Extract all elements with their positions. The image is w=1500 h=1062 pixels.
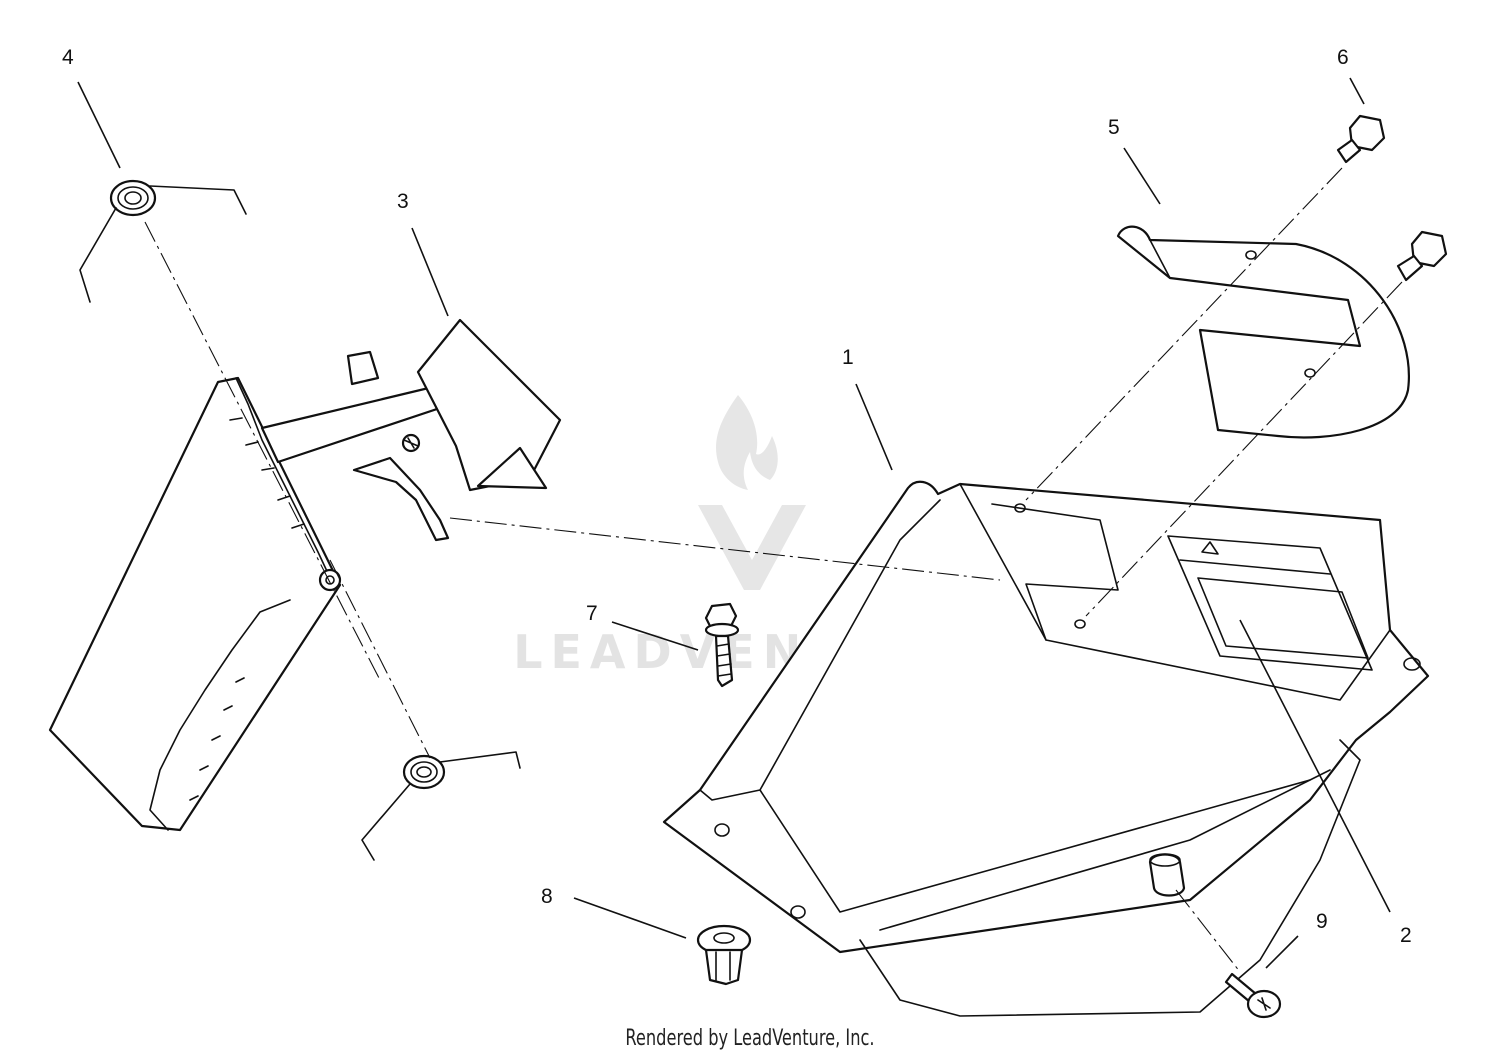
footer-credit: Rendered by LeadVenture, Inc. (625, 1026, 875, 1051)
callout-6: 6 (1337, 46, 1349, 69)
door-panel (48, 376, 342, 832)
mounting-bracket (1116, 225, 1410, 439)
hex-bolt-lower (1396, 230, 1448, 282)
pan-head-screw (1224, 972, 1282, 1019)
callout-4: 4 (62, 46, 74, 69)
callout-8: 8 (541, 885, 553, 908)
centerlines (144, 167, 1403, 973)
callout-5: 5 (1108, 116, 1120, 139)
torsion-spring-lower (361, 751, 521, 861)
flange-screw (704, 602, 740, 688)
hinge-bracket (260, 318, 562, 542)
callout-1: 1 (842, 346, 854, 369)
flame-icon (716, 395, 778, 490)
warning-decal (1167, 535, 1373, 671)
spacer (1148, 853, 1186, 897)
callout-3: 3 (397, 190, 409, 213)
push-rivet (696, 924, 752, 986)
callout-2: 2 (1400, 924, 1412, 947)
torsion-spring-upper (79, 179, 247, 303)
hex-bolt-upper (1336, 114, 1386, 164)
chevron-v-icon (698, 505, 806, 590)
callout-labels: 4 3 1 5 6 7 8 9 2 (62, 46, 1412, 947)
leader-lines (77, 77, 1391, 969)
callout-9: 9 (1316, 910, 1328, 933)
callout-7: 7 (586, 602, 598, 625)
chute-body (662, 480, 1430, 1017)
